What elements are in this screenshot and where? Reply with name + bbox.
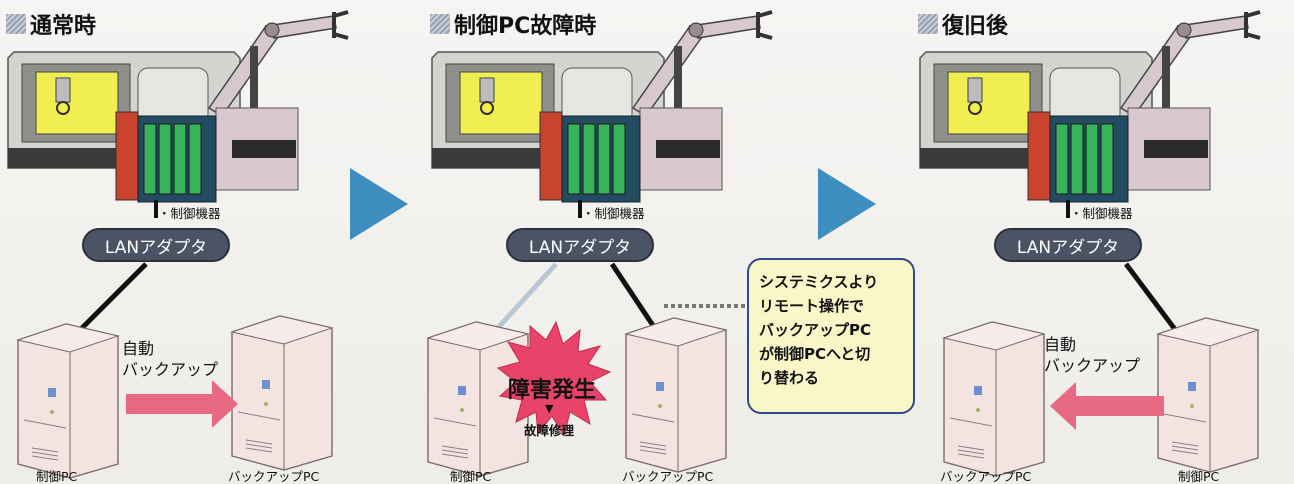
title-marker-icon (918, 14, 938, 34)
auto-backup-label-line1: 自動 (1044, 335, 1077, 354)
step-arrow-2 (818, 168, 876, 240)
pc-left-label: 制御PC (450, 469, 492, 484)
panel-normal-artwork (6, 10, 350, 479)
pc-right-label: バックアップPC (228, 469, 320, 484)
title-text: 復旧後 (942, 14, 1009, 39)
callout-line: り替わる (759, 369, 820, 387)
pc-right-label: 制御PC (1178, 469, 1220, 484)
failure-burst (496, 320, 612, 438)
repair-label: 故障修理 (524, 423, 575, 438)
title-marker-icon (430, 14, 450, 34)
device-label: ・制御機器 (158, 206, 221, 221)
title-marker-icon (6, 14, 26, 34)
panel-recovery-artwork (918, 10, 1262, 477)
panel-title-recovery: 復旧後 (918, 8, 1008, 40)
backup-arrow-right (126, 380, 238, 428)
pc-left-label: 制御PC (36, 469, 78, 484)
panel-title-normal: 通常時 (6, 8, 96, 40)
lan-adapter-badge: LANアダプタ (82, 228, 230, 262)
device-label: ・制御機器 (582, 206, 645, 221)
device-label: ・制御機器 (1070, 206, 1133, 221)
callout-line: リモート操作で (759, 297, 865, 315)
title-text: 通常時 (30, 14, 97, 39)
callout-line: システミクスより (759, 273, 879, 291)
backup-arrow-left (1050, 382, 1164, 430)
callout-line: が制御PCへと切 (759, 345, 871, 363)
callout-line: バックアップPC (759, 321, 872, 339)
lan-adapter-badge: LANアダプタ (994, 228, 1142, 262)
failure-label: 障害発生 (508, 378, 597, 403)
panel-title-failure: 制御PC故障時 (430, 8, 596, 40)
title-text: 制御PC故障時 (454, 14, 597, 39)
step-arrow-1 (350, 168, 408, 240)
pc-left-label: バックアップPC (940, 469, 1032, 484)
down-triangle-icon: ▼ (545, 402, 554, 415)
panel-failure-artwork (427, 10, 774, 477)
remote-switch-callout: システミクスより リモート操作で バックアップPC が制御PCへと切 り替わる (747, 258, 915, 414)
auto-backup-label-line1: 自動 (122, 339, 155, 358)
pc-right-label: バックアップPC (622, 469, 714, 484)
auto-backup-label-line2: バックアップ (122, 360, 219, 379)
auto-backup-label-line2: バックアップ (1044, 356, 1141, 375)
lan-adapter-badge: LANアダプタ (506, 228, 654, 262)
